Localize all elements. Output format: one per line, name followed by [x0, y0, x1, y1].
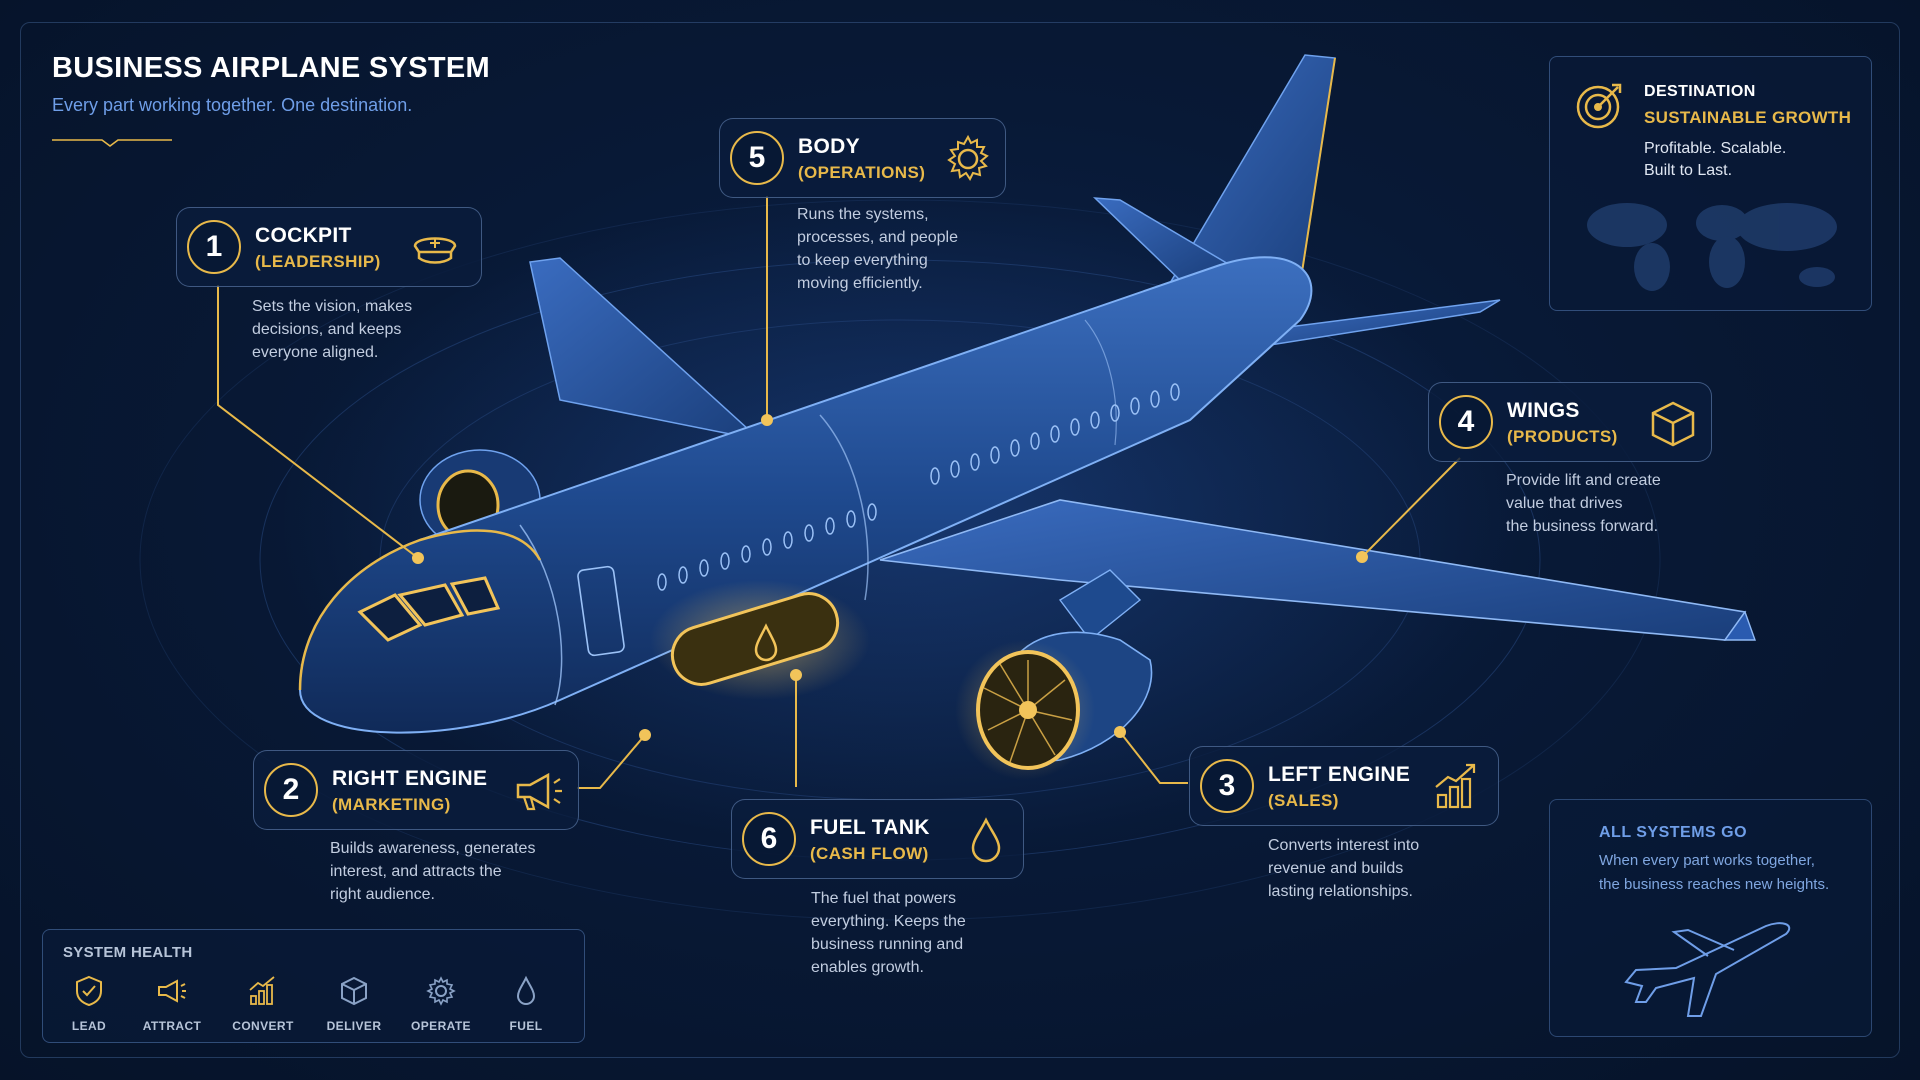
health-item-fuel: FUEL [486, 974, 566, 1033]
callout-title: WINGS [1507, 399, 1580, 422]
gear-icon [426, 976, 456, 1006]
growth-chart-icon [1435, 763, 1476, 809]
system-health-panel: SYSTEM HEALTH LEAD ATTRACT CONVERT DELIV… [42, 929, 585, 1043]
callout-title: FUEL TANK [810, 816, 930, 839]
box-icon [341, 976, 367, 1006]
cabin-windows [657, 383, 1180, 591]
step-number: 6 [742, 812, 796, 866]
leader-dots [412, 414, 1368, 741]
title-divider [52, 139, 172, 147]
tail-fin-edge [1299, 57, 1336, 286]
system-health-title: SYSTEM HEALTH [63, 944, 193, 961]
cockpit-window [357, 593, 423, 642]
fuel-tank [670, 592, 840, 686]
step-number: 2 [264, 763, 318, 817]
callout-description: Converts interest into revenue and build… [1268, 837, 1420, 900]
callout-subtitle: (LEADERSHIP) [255, 252, 381, 271]
callout-right-engine: 2 RIGHT ENGINE (MARKETING) [253, 750, 579, 830]
captain-hat-icon [413, 237, 457, 264]
callout-left-engine: 3 LEFT ENGINE (SALES) [1189, 746, 1499, 826]
section-line [1084, 319, 1117, 446]
airplane-icon [1624, 922, 1791, 1017]
callout-description: Runs the systems, processes, and people … [797, 206, 958, 292]
health-item-lead: LEAD [49, 974, 129, 1033]
cockpit-window [397, 583, 465, 627]
callout-description: Builds awareness, generates interest, an… [330, 840, 536, 903]
callout-description: Provide lift and create value that drive… [1506, 472, 1661, 535]
leader-lines [217, 196, 1461, 789]
section-line [819, 414, 869, 601]
box-icon [1651, 401, 1695, 447]
droplet-icon [971, 817, 1001, 863]
callout-subtitle: (PRODUCTS) [1507, 427, 1618, 446]
callout-subtitle: (CASH FLOW) [810, 844, 929, 863]
megaphone-icon [516, 772, 562, 811]
megaphone-icon [158, 979, 186, 1003]
all-systems-title: ALL SYSTEMS GO [1599, 824, 1748, 841]
section-line [519, 524, 563, 706]
callout-title: RIGHT ENGINE [332, 767, 488, 790]
all-systems-card: ALL SYSTEMS GO When every part works tog… [1549, 799, 1872, 1037]
cabin-door [577, 565, 625, 657]
wing-left [529, 257, 763, 442]
step-number: 5 [730, 131, 784, 185]
step-number: 3 [1200, 759, 1254, 813]
gear-icon [947, 134, 989, 181]
destination-title: SUSTAINABLE GROWTH [1644, 108, 1852, 127]
front-engine-pylon [1058, 569, 1142, 641]
wing-winglet [1723, 610, 1756, 641]
health-item-operate: OPERATE [401, 974, 481, 1033]
callout-subtitle: (OPERATIONS) [798, 163, 926, 182]
callout-title: LEFT ENGINE [1268, 763, 1411, 786]
callout-wings: 4 WINGS (PRODUCTS) [1428, 382, 1712, 462]
health-item-deliver: DELIVER [314, 974, 394, 1033]
nose-highlight [298, 529, 542, 691]
cockpit-window [449, 576, 501, 616]
world-map-graphic [1587, 203, 1837, 291]
callout-body: 5 BODY (OPERATIONS) [719, 118, 1006, 198]
health-item-attract: ATTRACT [132, 974, 212, 1033]
callout-cockpit: 1 COCKPIT (LEADERSHIP) [176, 207, 482, 287]
callout-subtitle: (SALES) [1268, 791, 1339, 810]
callout-subtitle: (MARKETING) [332, 795, 451, 814]
page-title: BUSINESS AIRPLANE SYSTEM [52, 52, 490, 84]
callout-description: The fuel that powers everything. Keeps t… [811, 890, 966, 976]
front-engine-hub [1019, 701, 1037, 719]
step-number: 4 [1439, 395, 1493, 449]
droplet-icon [516, 975, 536, 1005]
target-icon [1576, 83, 1622, 129]
destination-description: Profitable. Scalable. Built to Last. [1644, 140, 1787, 179]
growth-chart-icon [249, 976, 275, 1005]
destination-card: DESTINATION SUSTAINABLE GROWTH Profitabl… [1549, 56, 1872, 311]
callout-fuel-tank: 6 FUEL TANK (CASH FLOW) [731, 799, 1024, 879]
callout-title: COCKPIT [255, 224, 352, 247]
health-item-convert: CONVERT [223, 974, 303, 1033]
callout-description: Sets the vision, makes decisions, and ke… [252, 298, 413, 361]
outer-frame [20, 22, 1900, 1058]
callout-title: BODY [798, 135, 860, 158]
shield-check-icon [76, 975, 102, 1007]
orbit-ring [139, 199, 1661, 921]
destination-label: DESTINATION [1644, 83, 1756, 100]
all-systems-description: When every part works together, the busi… [1599, 852, 1830, 893]
step-number: 1 [187, 220, 241, 274]
fuel-tank-drop [754, 623, 778, 662]
page-subtitle: Every part working together. One destina… [52, 95, 413, 115]
